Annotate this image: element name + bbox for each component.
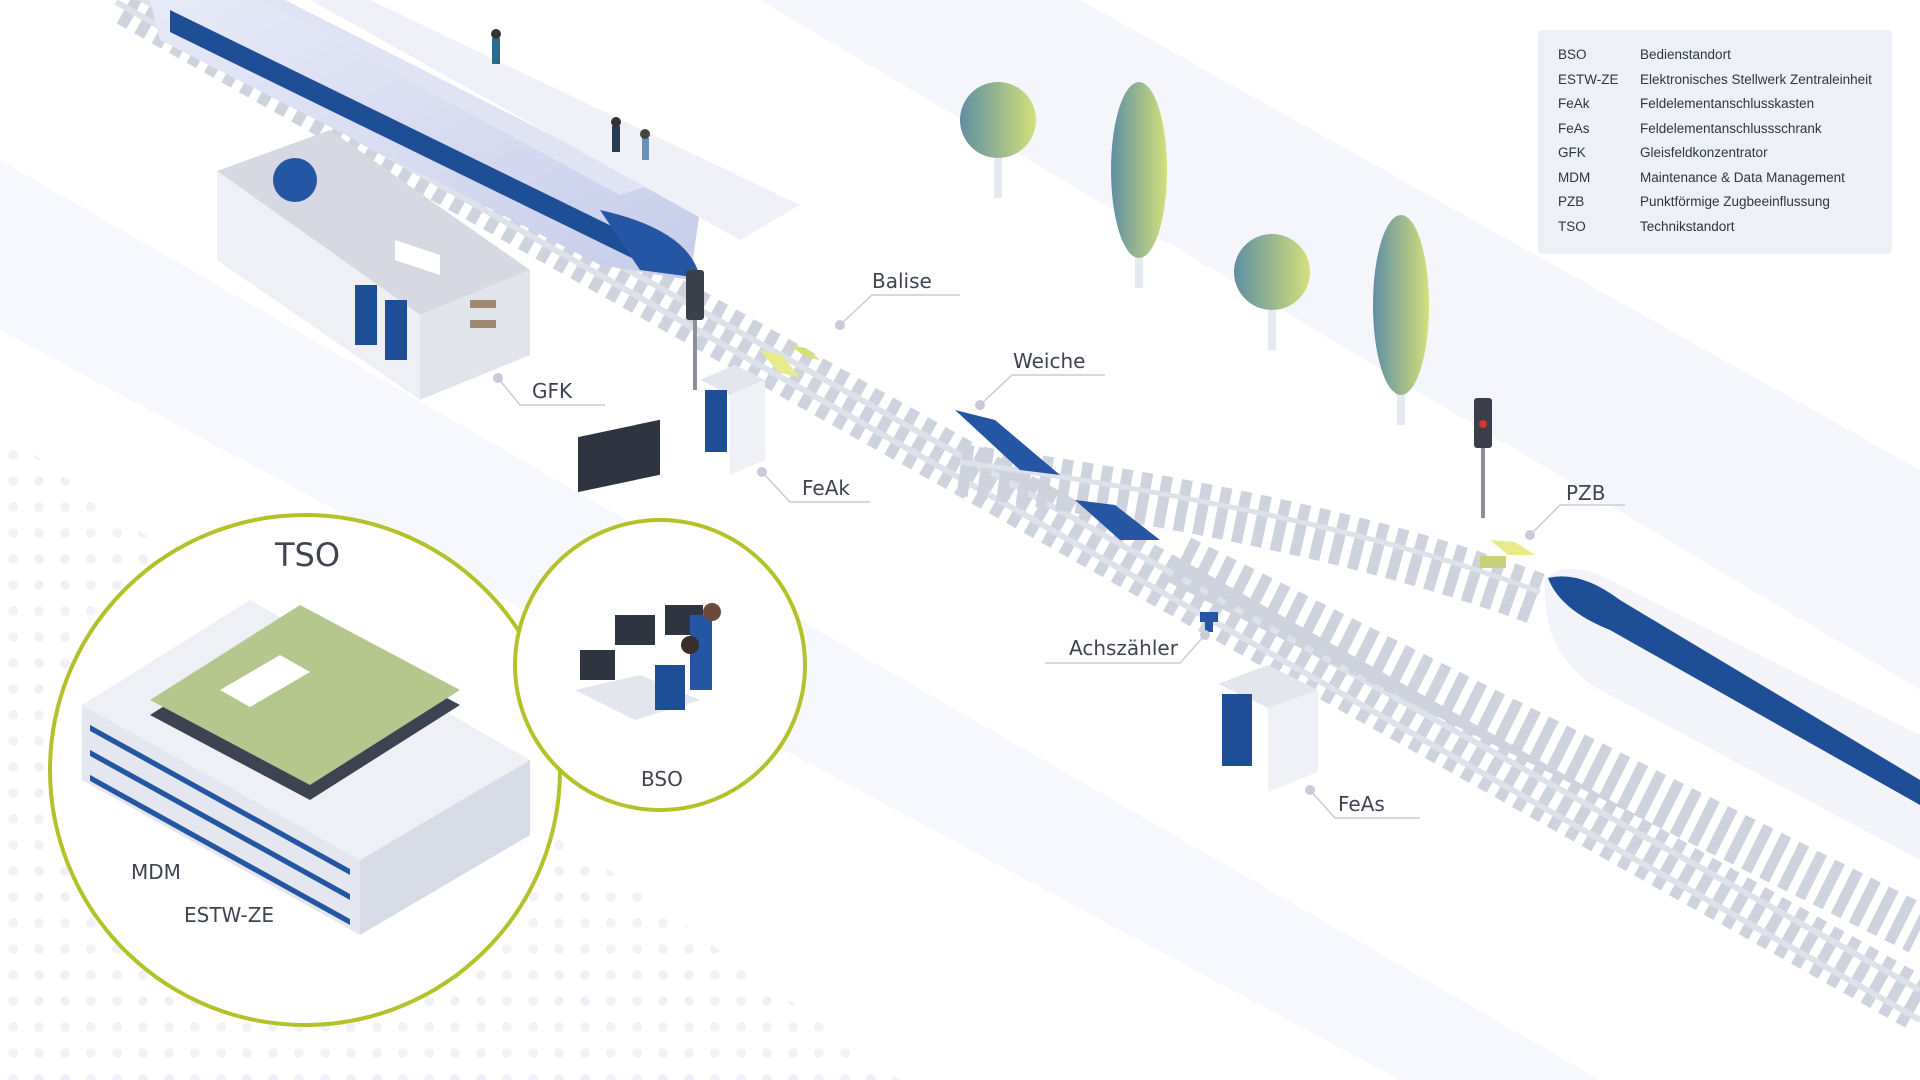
branch-track: [1168, 537, 1920, 953]
label-bso: BSO: [641, 767, 683, 791]
label-feas: FeAs: [1338, 792, 1385, 816]
label-weiche: Weiche: [1013, 349, 1086, 373]
legend-row: TSO Technikstandort: [1558, 217, 1735, 237]
legend-abbr: GFK: [1558, 145, 1586, 160]
diverging-track: [956, 444, 1550, 625]
label-balise: Balise: [872, 269, 932, 293]
label-tso: TSO: [275, 536, 341, 574]
legend-abbr: PZB: [1558, 194, 1585, 209]
legend-text: Feldelementanschlussschrank: [1640, 120, 1822, 136]
legend-text: Feldelementanschlusskasten: [1640, 96, 1815, 111]
legend-row: FeAs Feldelementanschlussschrank: [1558, 119, 1822, 139]
label-feak: FeAk: [802, 476, 850, 500]
gfk-building: [217, 130, 530, 400]
legend-abbr: MDM: [1558, 169, 1591, 185]
pzb-marker: [1480, 540, 1535, 568]
trees: [960, 82, 1429, 425]
legend-abbr: FeAs: [1558, 120, 1590, 136]
switch-weiche: [955, 410, 1160, 540]
platform: [310, 0, 800, 240]
balise-markers: [760, 345, 820, 378]
legend-text: Elektronisches Stellwerk Zentraleinheit: [1640, 71, 1872, 87]
label-gfk: GFK: [532, 379, 573, 403]
legend-text: Maintenance & Data Management: [1640, 169, 1845, 185]
label-estw-ze: ESTW-ZE: [184, 903, 275, 927]
legend-row: MDM Maintenance & Data Management: [1558, 168, 1845, 188]
legend-row: PZB Punktförmige Zugbeeinflussung: [1558, 192, 1830, 212]
leader-lines: [493, 294, 1625, 819]
label-pzb: PZB: [1566, 481, 1606, 505]
axle-counter: [1200, 612, 1218, 632]
legend-abbr: ESTW-ZE: [1558, 71, 1619, 87]
legend-text: Bedienstandort: [1640, 47, 1731, 62]
tso-zone: [48, 513, 562, 1027]
feas-cabinet: [1218, 665, 1318, 792]
legend-text: Technikstandort: [1640, 218, 1735, 234]
passengers: [491, 29, 650, 160]
feak-cabinet: [700, 365, 765, 475]
legend-row: BSO Bedienstandort: [1558, 45, 1731, 65]
legend-text: Punktförmige Zugbeeinflussung: [1640, 194, 1830, 209]
legend-panel: BSO Bedienstandort ESTW-ZE Elektronische…: [1538, 30, 1892, 254]
legend-row: GFK Gleisfeldkonzentrator: [1558, 143, 1768, 163]
legend-text: Gleisfeldkonzentrator: [1640, 145, 1768, 160]
legend-abbr: BSO: [1558, 47, 1587, 62]
bso-zone: [513, 419, 807, 812]
legend-row: ESTW-ZE Elektronisches Stellwerk Zentral…: [1558, 70, 1872, 90]
signal-right: [1474, 398, 1492, 518]
signal-left: [686, 270, 704, 390]
label-achszaehler: Achszähler: [1069, 636, 1178, 660]
legend-abbr: FeAk: [1558, 96, 1590, 111]
legend-row: FeAk Feldelementanschlusskasten: [1558, 94, 1814, 114]
upper-train: [150, 0, 700, 280]
label-mdm: MDM: [131, 860, 181, 884]
legend-abbr: TSO: [1558, 218, 1586, 234]
express-train: EXPRESS: [1544, 568, 1920, 860]
